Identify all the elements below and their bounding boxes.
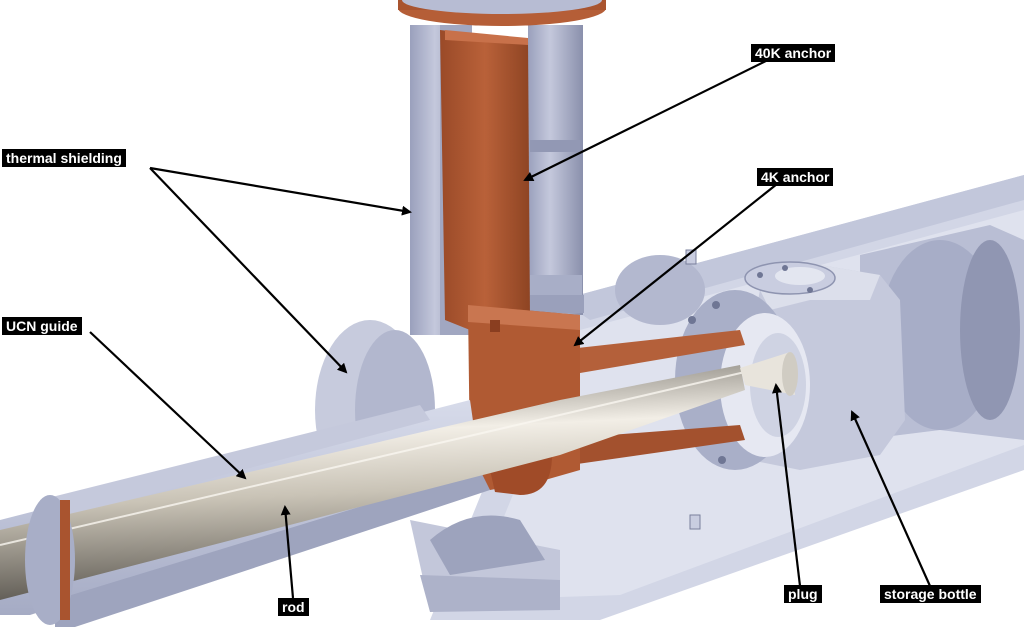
- label-thermal-shielding: thermal shielding: [2, 149, 126, 167]
- label-40k-anchor: 40K anchor: [751, 44, 836, 62]
- label-rod: rod: [278, 598, 309, 616]
- rod: [0, 365, 745, 600]
- arrow-ucn-guide: [89, 331, 247, 480]
- leader-lines: [89, 57, 932, 599]
- storage-bottle-rim: [960, 240, 1020, 420]
- label-4k-anchor: 4K anchor: [757, 168, 834, 186]
- label-plug: plug: [784, 585, 822, 603]
- arrow-4k-anchor: [573, 179, 783, 347]
- label-storage-bottle: storage bottle: [880, 585, 981, 603]
- arrow-thermal-to-stem: [149, 166, 412, 216]
- arrow-rod: [280, 505, 295, 599]
- arrow-thermal-to-disc: [149, 167, 348, 374]
- arrow-storage-bottle: [850, 410, 932, 587]
- arrow-plug: [771, 383, 802, 587]
- label-ucn-guide: UCN guide: [2, 317, 82, 335]
- arrow-40k-anchor: [523, 57, 773, 181]
- copper-40k-plate: [440, 30, 530, 330]
- mid-flange: [615, 255, 705, 325]
- stem-inner-tube: [528, 25, 583, 315]
